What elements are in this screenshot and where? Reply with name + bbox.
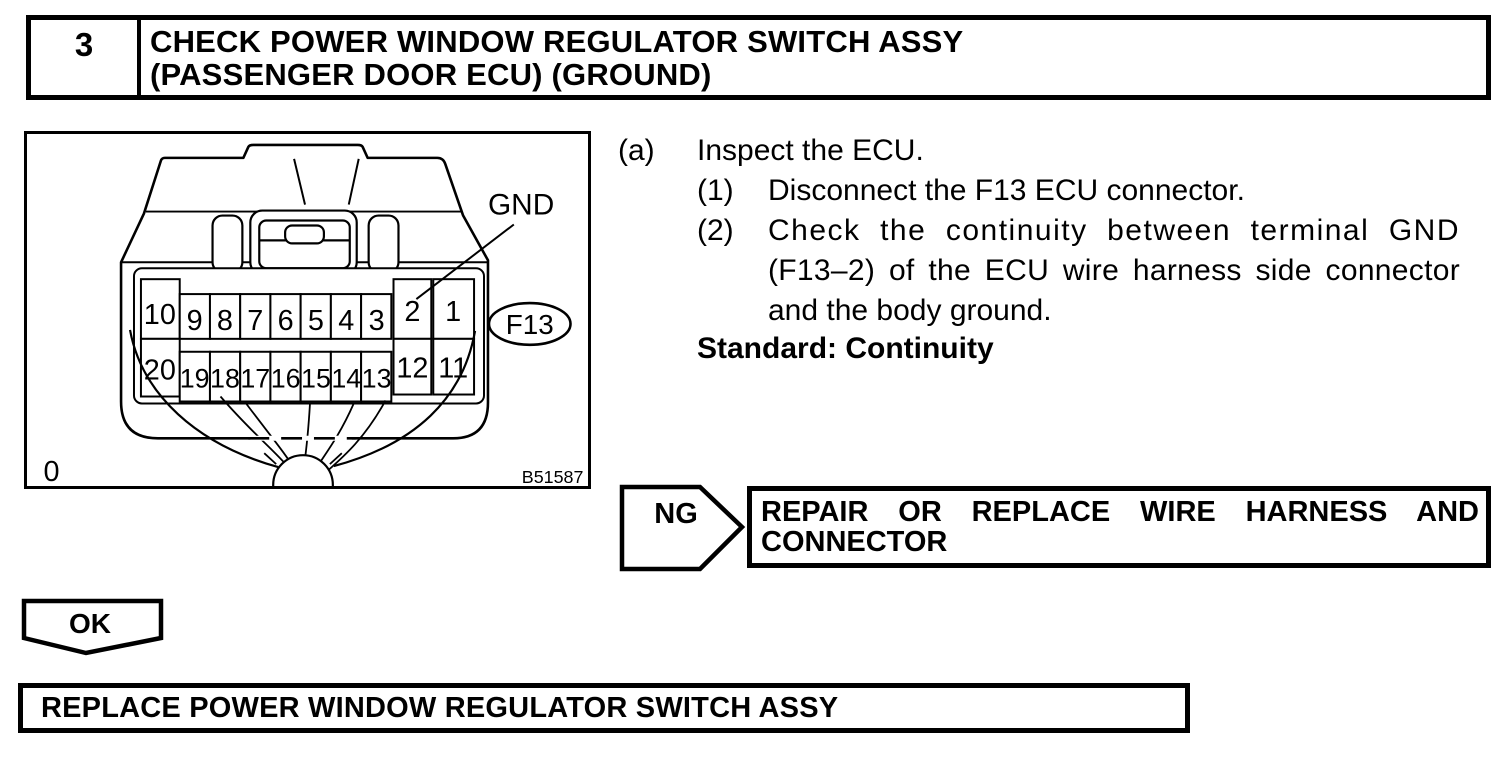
step2-line3: and the body ground. — [768, 294, 1052, 327]
pin-cell — [432, 337, 476, 396]
ok-flag-shape: OK — [21, 598, 164, 656]
pin-number: 19 — [180, 364, 210, 394]
pin-cell — [239, 293, 272, 340]
pin-number: 5 — [308, 305, 324, 337]
pin-cell — [239, 350, 272, 403]
ng-arrow — [619, 484, 746, 572]
pin-number: 16 — [271, 364, 301, 394]
pin-number: 3 — [369, 305, 385, 337]
step-number: 3 — [31, 20, 141, 95]
pin-number: 2 — [404, 296, 420, 328]
side-guide-left — [211, 214, 244, 274]
pin-cell — [329, 350, 363, 403]
pin-number: 17 — [240, 364, 270, 394]
wire — [128, 329, 279, 469]
ng-action-line1: REPAIR OR REPLACE WIRE HARNESS AND — [761, 496, 1479, 528]
pin-number: 20 — [144, 355, 176, 387]
pin-number: 14 — [331, 364, 361, 394]
pin-cell — [392, 337, 433, 396]
ng-label: NG — [654, 498, 698, 530]
ng-action-line2: CONNECTOR — [761, 526, 948, 558]
pin-cell — [178, 350, 211, 403]
pin-number: 4 — [338, 305, 354, 337]
pin-cell — [269, 293, 302, 340]
step2-line1: Check the continuity between terminal GN… — [768, 214, 1460, 247]
instruction-item-label: (a) — [618, 134, 655, 167]
pin-number: 8 — [217, 305, 233, 337]
pin-cell — [360, 350, 393, 403]
tab-slant-left — [293, 158, 306, 205]
pin-number: 18 — [210, 364, 240, 394]
step1-label: (1) — [697, 174, 734, 207]
pin-number: 1 — [445, 296, 461, 328]
connector-diagram: 10 9 8 7 6 5 4 3 2 1 20 19 18 17 16 15 1… — [44, 143, 584, 486]
connector-id-label: F13 — [506, 309, 554, 340]
pin-cell — [299, 350, 332, 403]
result-box: REPLACE POWER WINDOW REGULATOR SWITCH AS… — [18, 683, 1190, 733]
result-text: REPLACE POWER WINDOW REGULATOR SWITCH AS… — [41, 691, 839, 724]
wire-bundle-rays — [263, 452, 343, 465]
ng-action-box: REPAIR OR REPLACE WIRE HARNESS AND CONNE… — [747, 486, 1491, 568]
pin-cell — [269, 350, 302, 403]
instruction-item-text: Inspect the ECU. — [697, 134, 924, 167]
side-guide-right — [367, 214, 400, 274]
ok-arrow — [21, 598, 164, 656]
step-header: 3 CHECK POWER WINDOW REGULATOR SWITCH AS… — [26, 15, 1491, 100]
step-title-line2: (PASSENGER DOOR ECU) (GROUND) — [150, 57, 712, 92]
pin-cell — [360, 293, 393, 340]
pin-numbers-bottom: 20 19 18 17 16 15 14 13 12 11 — [144, 353, 468, 394]
wire-bundle-circle — [272, 454, 334, 486]
ok-label: OK — [69, 608, 111, 639]
tab-slant-right — [347, 158, 360, 205]
step-title-line1: CHECK POWER WINDOW REGULATOR SWITCH ASSY — [150, 24, 964, 59]
pin-number: 12 — [396, 353, 428, 385]
standard-text: Standard: Continuity — [697, 332, 994, 365]
gnd-leader-line — [415, 223, 515, 300]
pin-cell — [329, 293, 363, 340]
pin-cells — [139, 278, 476, 403]
pin-number: 6 — [278, 305, 294, 337]
pin-numbers-top: 10 9 8 7 6 5 4 3 2 1 — [144, 296, 461, 337]
pin-number: 7 — [247, 305, 263, 337]
step1-text: Disconnect the F13 ECU connector. — [768, 174, 1245, 207]
connector-figure: 10 9 8 7 6 5 4 3 2 1 20 19 18 17 16 15 1… — [24, 131, 591, 489]
step2-text: Check the continuity between terminal GN… — [768, 211, 1460, 331]
step-title: CHECK POWER WINDOW REGULATOR SWITCH ASSY… — [141, 20, 973, 95]
lock-button — [284, 224, 326, 245]
ng-flag-shape: NG — [619, 484, 746, 572]
step2-label: (2) — [697, 214, 734, 247]
pin-cell — [299, 293, 332, 340]
pin-number: 15 — [301, 364, 331, 394]
pin-number: 13 — [362, 364, 392, 394]
pin-number: 9 — [187, 305, 203, 337]
step2-line2: (F13–2) of the ECU wire harness side con… — [768, 254, 1460, 287]
connector-id-ellipse — [487, 301, 572, 347]
figure-corner-mark: 0 — [44, 456, 60, 486]
gnd-label: GND — [488, 189, 554, 222]
wire — [333, 330, 477, 468]
pin-number: 10 — [144, 299, 176, 331]
figure-image-code: B51587 — [522, 467, 584, 486]
